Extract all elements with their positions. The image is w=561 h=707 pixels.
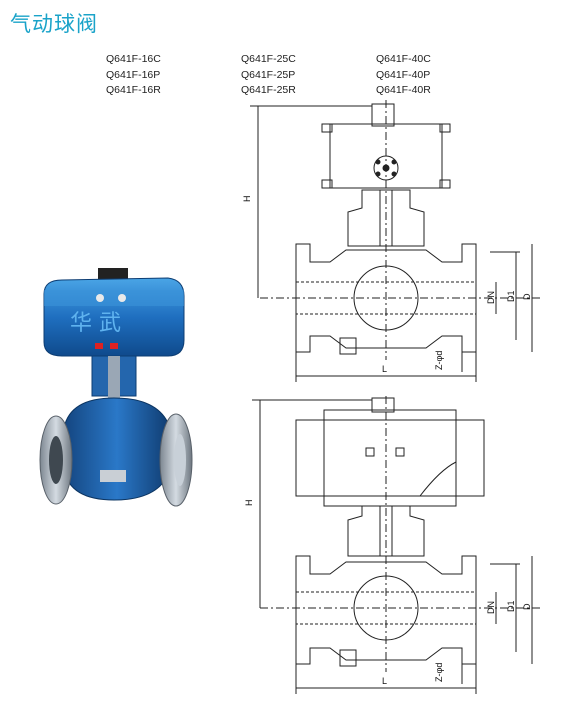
- top-label-D: D: [522, 293, 532, 300]
- bottom-label-D: D: [522, 603, 532, 610]
- top-bracket: [347, 189, 425, 247]
- top-actuator-lug: [321, 123, 333, 133]
- top-actuator-lug: [321, 179, 333, 189]
- model-column-25: Q641F-25C Q641F-25P Q641F-25R: [241, 52, 296, 99]
- model-code: Q641F-25R: [241, 84, 296, 96]
- bottom-label-D1: D1: [506, 600, 516, 612]
- actuator-bolt: [118, 294, 126, 302]
- actuator-logo: 华 武: [70, 311, 121, 336]
- nameplate: [100, 470, 126, 482]
- bottom-actuator-cutaway: [419, 461, 457, 497]
- bottom-actuator-right-end: [455, 419, 485, 497]
- model-code: Q641F-25P: [241, 68, 296, 81]
- top-label-L: L: [382, 364, 387, 374]
- bottom-label-DN: DN: [486, 601, 496, 614]
- right-flange-face: [174, 434, 186, 486]
- model-code: Q641F-16P: [106, 68, 161, 81]
- actuator-port: [95, 343, 103, 349]
- bottom-drain: [339, 649, 357, 667]
- model-code: Q641F-16R: [106, 84, 161, 96]
- top-drain: [339, 337, 357, 355]
- page-title: 气动球阀: [10, 12, 98, 36]
- bottom-actuator-cap: [371, 397, 395, 413]
- model-code: Q641F-25C: [241, 53, 296, 65]
- top-label-Zd: Z-φd: [434, 351, 444, 370]
- bottom-actuator-left-end: [295, 419, 325, 497]
- model-code: Q641F-16C: [106, 53, 161, 65]
- model-code: Q641F-40C: [376, 53, 431, 65]
- left-flange-bore: [49, 436, 63, 484]
- valve-stem: [108, 356, 120, 400]
- bottom-bracket: [347, 505, 425, 557]
- model-column-40: Q641F-40C Q641F-40P Q641F-40R: [376, 52, 431, 99]
- bottom-label-L: L: [382, 676, 387, 686]
- bottom-drawing: [252, 396, 540, 694]
- bottom-label-H: H: [244, 500, 254, 507]
- model-code: Q641F-40R: [376, 84, 431, 96]
- top-actuator-lug: [439, 123, 451, 133]
- model-column-16: Q641F-16C Q641F-16P Q641F-16R: [106, 52, 161, 99]
- top-actuator-cap: [371, 103, 395, 127]
- bottom-label-Zd: Z-φd: [434, 663, 444, 682]
- top-actuator-lug: [439, 179, 451, 189]
- actuator-bolt: [96, 294, 104, 302]
- actuator-band: [44, 290, 184, 306]
- top-label-D1: D1: [506, 290, 516, 302]
- model-code: Q641F-40P: [376, 68, 431, 81]
- top-drawing: [250, 100, 540, 382]
- top-label-H: H: [242, 196, 252, 203]
- actuator-port: [110, 343, 118, 349]
- top-label-DN: DN: [486, 291, 496, 304]
- bottom-actuator-body: [323, 409, 457, 507]
